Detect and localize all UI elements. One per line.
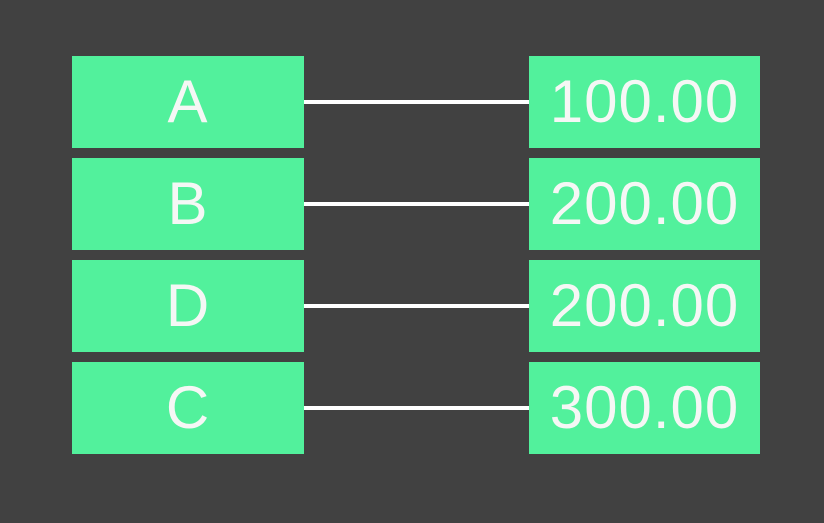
label-text: B bbox=[167, 170, 209, 237]
value-text: 300.00 bbox=[549, 374, 740, 441]
value-text: 200.00 bbox=[549, 272, 740, 339]
mapping-row: C 300.00 bbox=[0, 362, 824, 454]
value-text: 200.00 bbox=[549, 170, 740, 237]
value-text: 100.00 bbox=[549, 68, 740, 135]
connector-line bbox=[304, 304, 529, 308]
label-node: B bbox=[72, 158, 304, 250]
mapping-row: D 200.00 bbox=[0, 260, 824, 352]
label-node: A bbox=[72, 56, 304, 148]
mapping-row: A 100.00 bbox=[0, 56, 824, 148]
value-node: 100.00 bbox=[529, 56, 760, 148]
connector-line bbox=[304, 406, 529, 410]
connector-line bbox=[304, 202, 529, 206]
value-node: 300.00 bbox=[529, 362, 760, 454]
value-node: 200.00 bbox=[529, 260, 760, 352]
label-text: D bbox=[165, 272, 211, 339]
label-node: C bbox=[72, 362, 304, 454]
mapping-row: B 200.00 bbox=[0, 158, 824, 250]
label-text: A bbox=[167, 68, 209, 135]
label-text: C bbox=[165, 374, 211, 441]
label-node: D bbox=[72, 260, 304, 352]
value-node: 200.00 bbox=[529, 158, 760, 250]
connector-line bbox=[304, 100, 529, 104]
